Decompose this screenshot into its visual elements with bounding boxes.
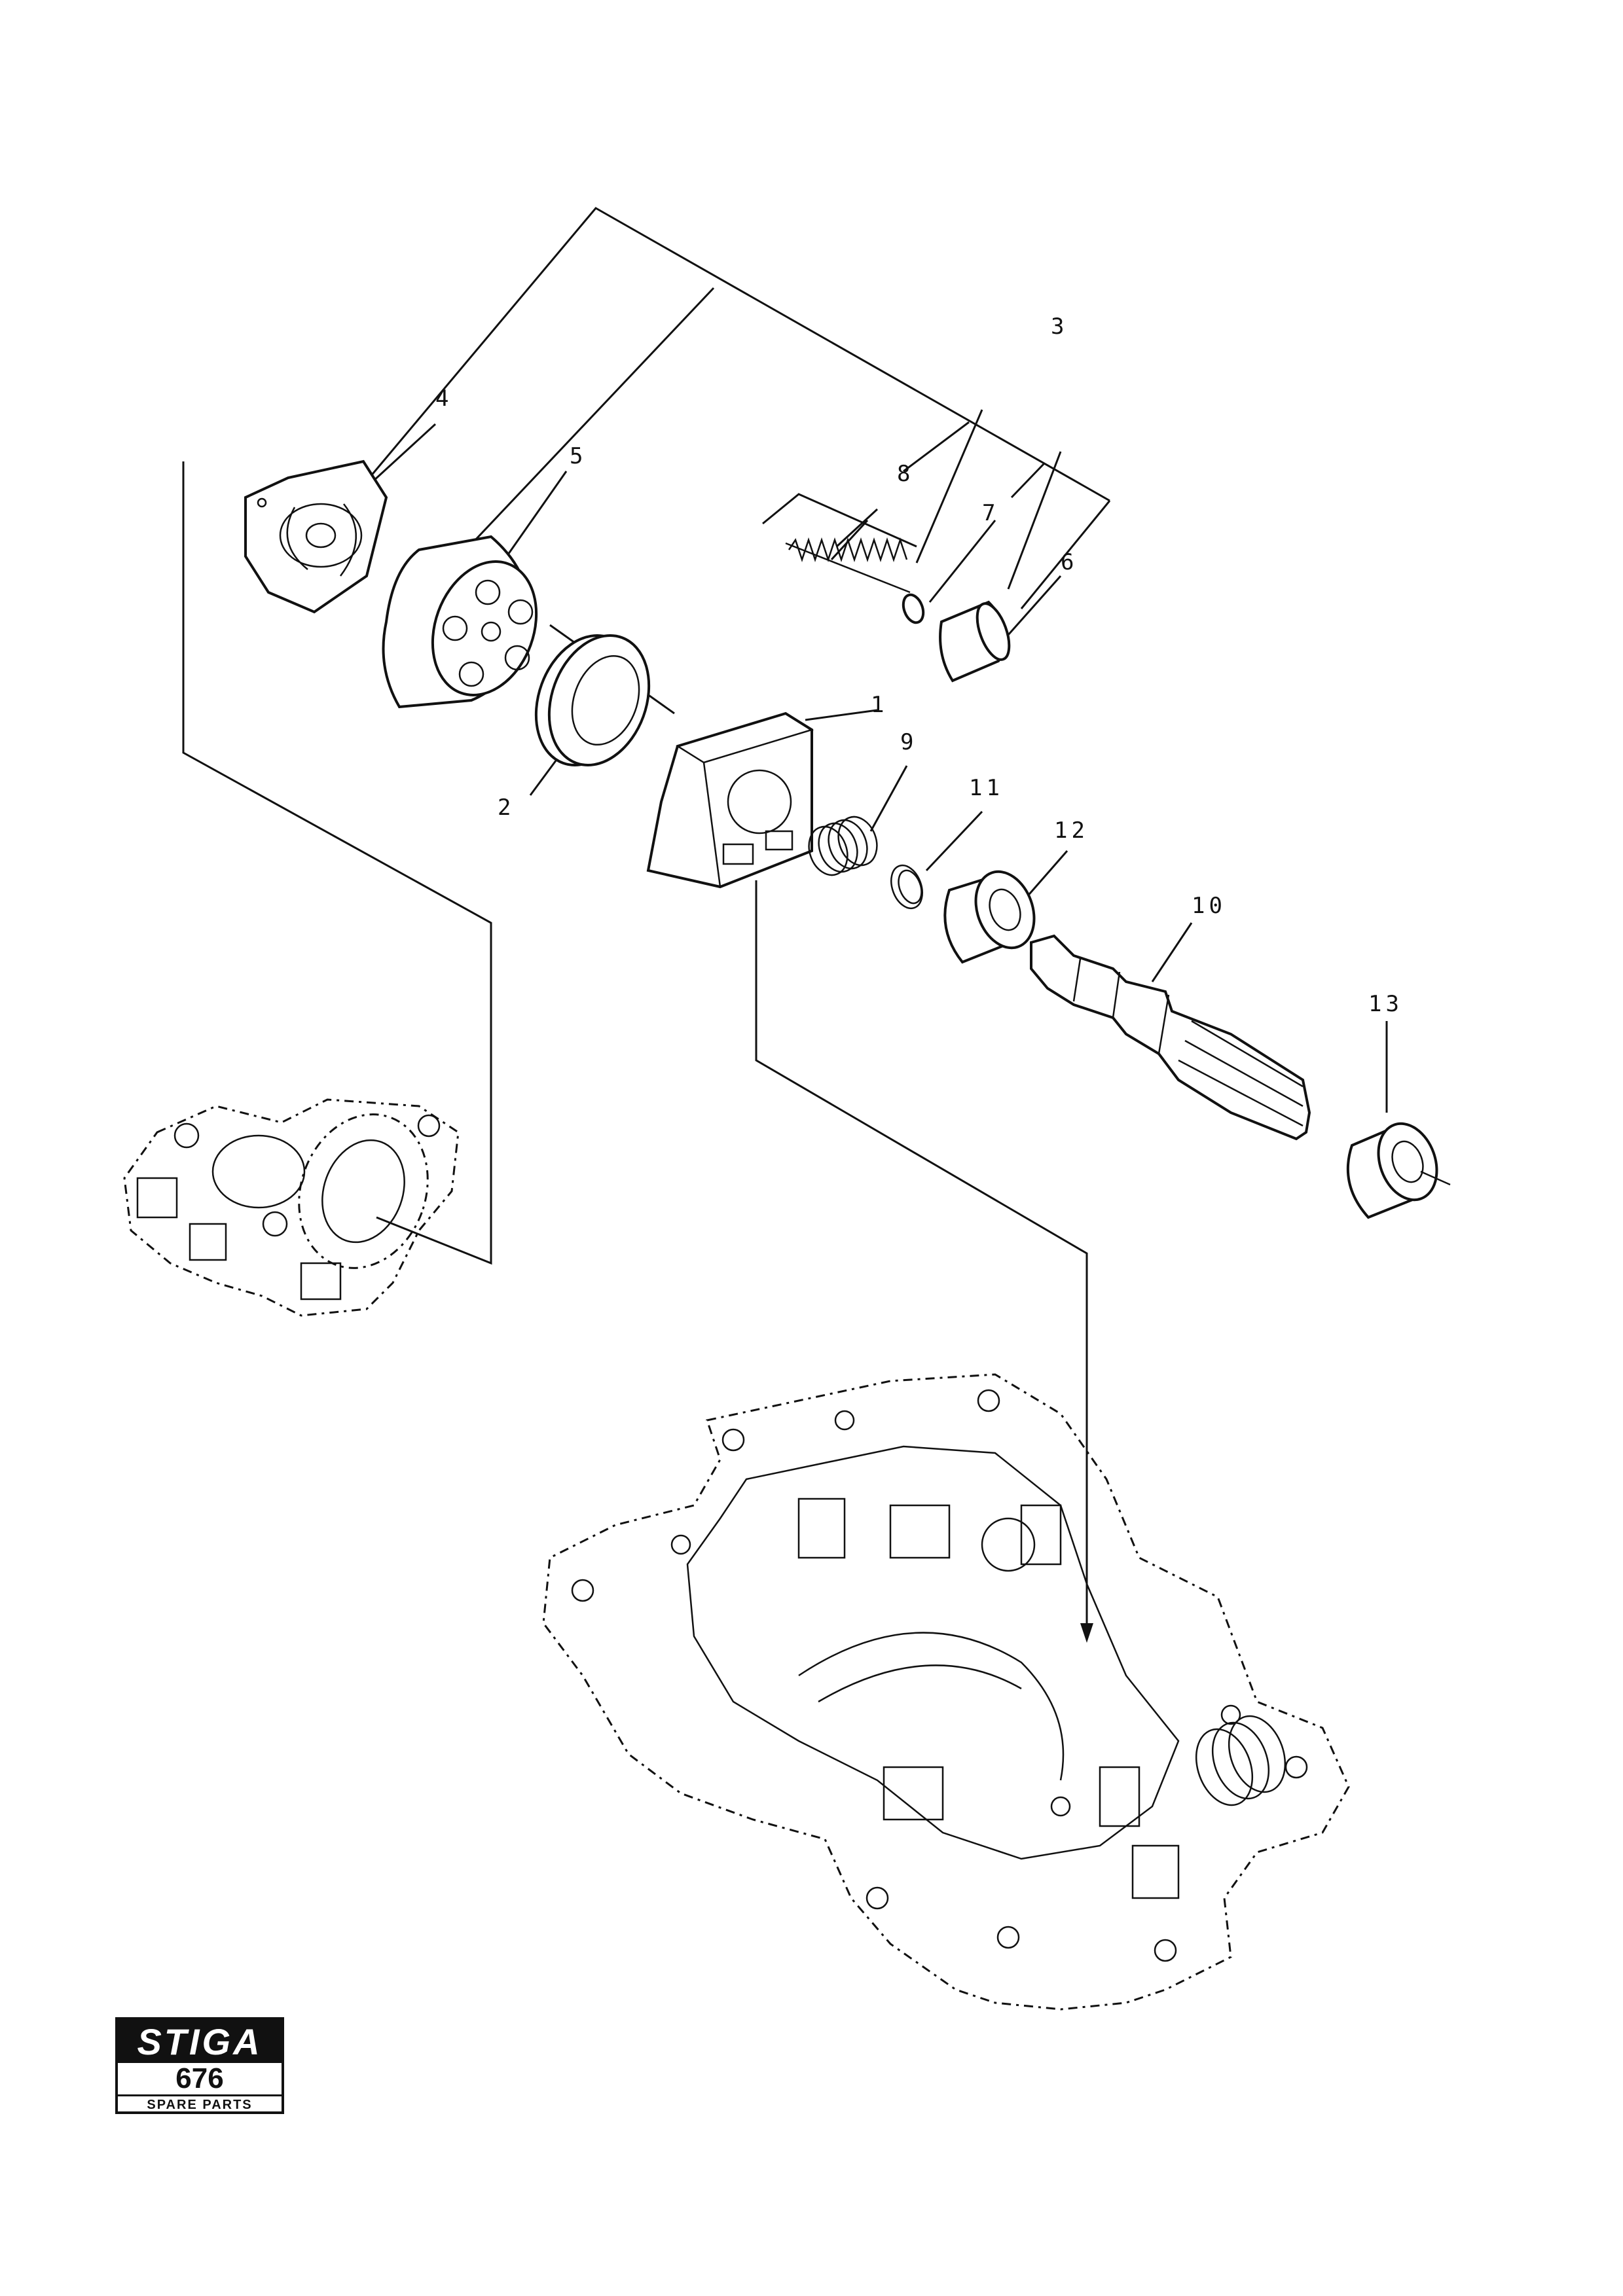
callout-12: 12 bbox=[1054, 817, 1089, 844]
part-8-spring bbox=[785, 537, 911, 594]
callout-5: 5 bbox=[570, 443, 587, 469]
callout-2: 2 bbox=[498, 795, 515, 821]
part-10-shaft bbox=[1030, 934, 1311, 1141]
callout-8: 8 bbox=[897, 461, 914, 487]
callout-13: 13 bbox=[1368, 991, 1403, 1017]
part-callouts: 1 2 3 4 5 6 7 8 9 10 11 12 13 bbox=[435, 314, 1403, 1017]
part-11-circlip bbox=[890, 864, 923, 910]
part-2-seal-ring bbox=[534, 634, 651, 766]
part-13-bearing bbox=[1346, 1122, 1451, 1219]
part-1-valve-block bbox=[646, 711, 814, 889]
callout-10: 10 bbox=[1192, 893, 1226, 919]
logo-subtitle: SPARE PARTS bbox=[147, 2097, 253, 2112]
callout-9: 9 bbox=[900, 729, 917, 755]
part-7-ring bbox=[902, 593, 925, 624]
callout-6: 6 bbox=[1061, 549, 1078, 575]
part-6-piston bbox=[939, 600, 1011, 683]
logo-brand: STIGA bbox=[118, 2020, 282, 2063]
part-5-rotor-cylinder bbox=[382, 535, 538, 709]
callout-1: 1 bbox=[871, 692, 888, 718]
callout-7: 7 bbox=[982, 500, 999, 526]
pump-housing-assembly bbox=[123, 1098, 460, 1317]
leader-lines bbox=[372, 423, 1388, 1113]
transmission-case bbox=[542, 1373, 1350, 2011]
part-9-spring bbox=[808, 816, 878, 876]
callout-3: 3 bbox=[1051, 314, 1068, 340]
callout-4: 4 bbox=[435, 386, 452, 412]
callout-11: 11 bbox=[969, 775, 1004, 801]
part-4-end-plate bbox=[244, 459, 388, 614]
stiga-logo: STIGA 676 SPARE PARTS bbox=[115, 2017, 284, 2114]
part-12-bearing bbox=[943, 870, 1036, 964]
logo-model-number: 676 bbox=[118, 2062, 282, 2096]
